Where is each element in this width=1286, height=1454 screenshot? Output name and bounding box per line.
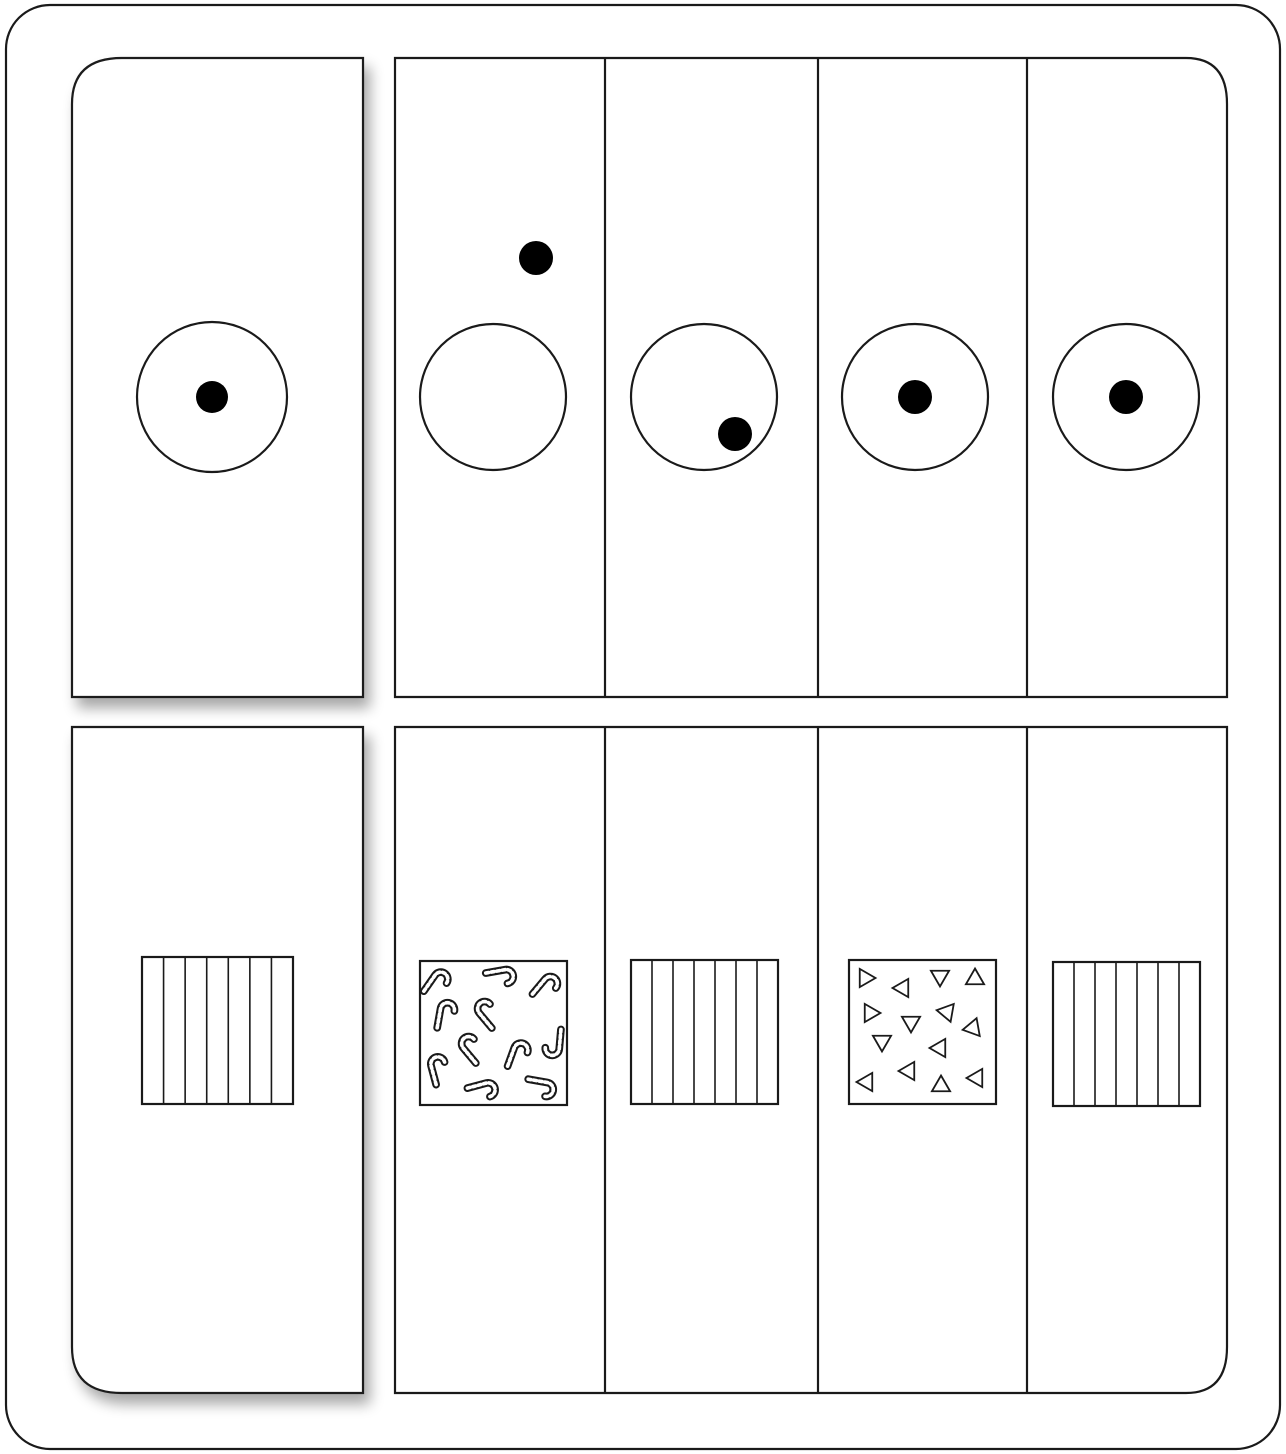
option-dot <box>519 241 553 275</box>
top-option-2[interactable] <box>606 59 817 696</box>
bottom-option-1[interactable] <box>396 728 604 1392</box>
bottom-option-3[interactable] <box>819 728 1026 1392</box>
top-option-3[interactable] <box>819 59 1026 696</box>
bottom-options-panel <box>395 727 1227 1393</box>
top-option-1[interactable] <box>396 59 604 696</box>
bottom-option-2[interactable] <box>606 728 817 1392</box>
top-options-panel <box>395 58 1227 697</box>
option-dot <box>898 380 932 414</box>
option-dot <box>718 417 752 451</box>
option-dot <box>1109 380 1143 414</box>
bottom-reference-card <box>72 727 363 1393</box>
reference-dot <box>196 381 228 413</box>
bottom-option-4[interactable] <box>1028 728 1226 1392</box>
top-reference-card <box>72 58 363 697</box>
top-option-4[interactable] <box>1028 59 1226 696</box>
